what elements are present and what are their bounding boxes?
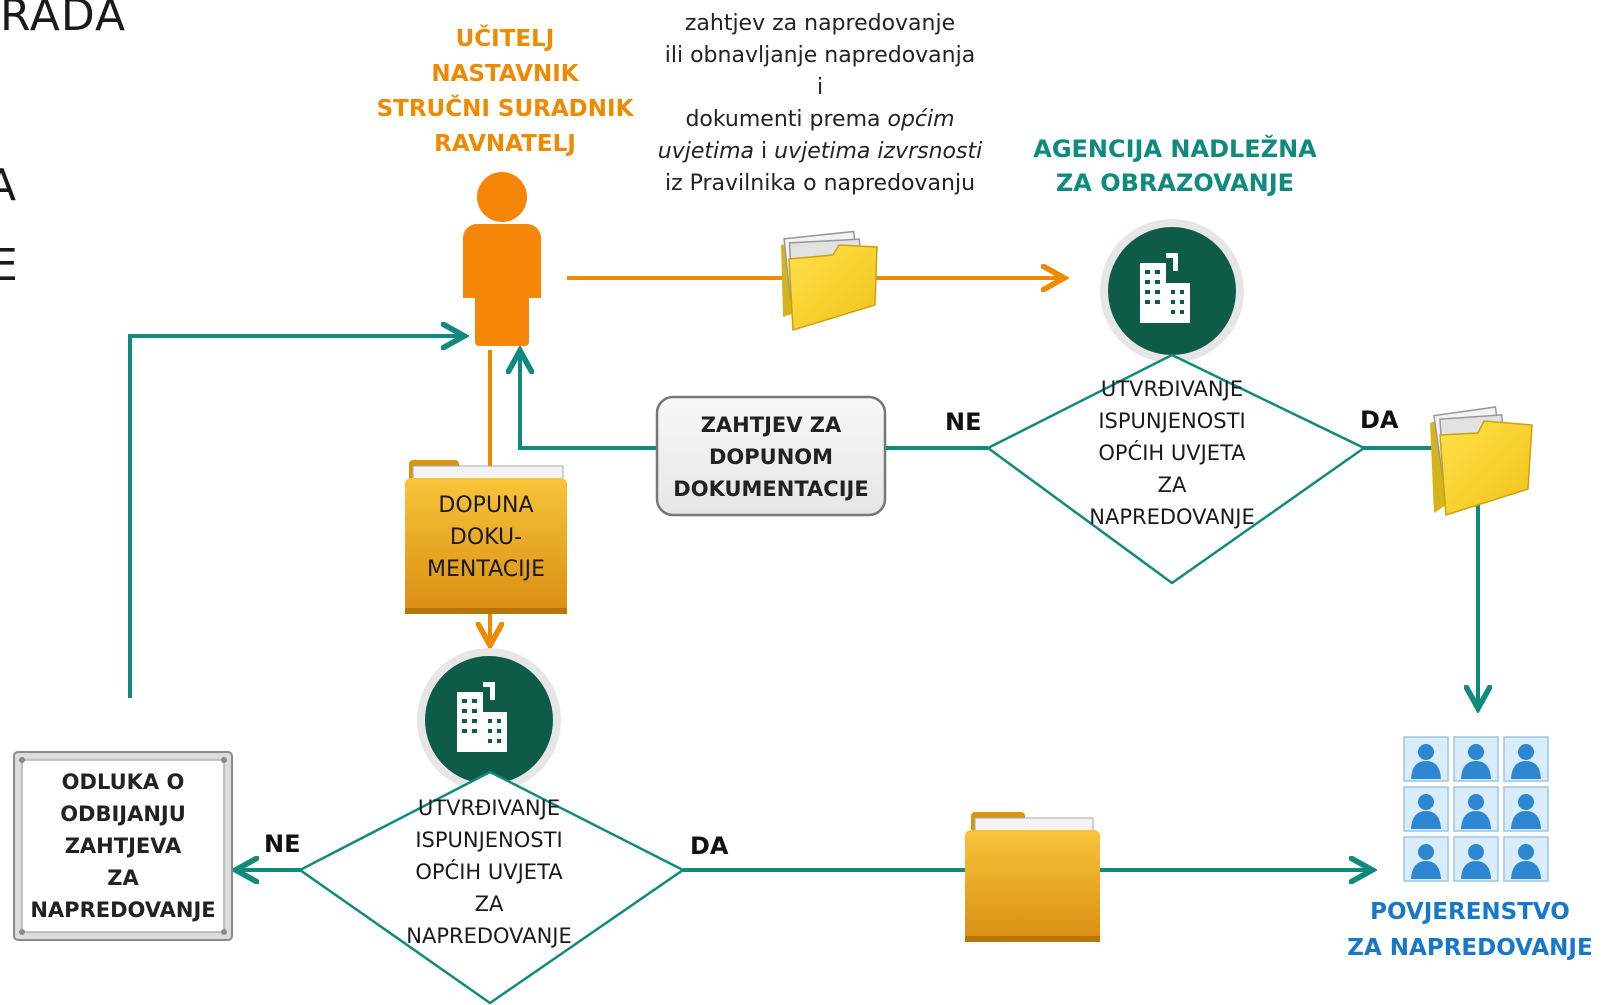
request-line-5-plain: i [754, 139, 775, 164]
decision-bottom-text: UTVRĐIVANJE ISPUNJENOSTI OPĆIH UVJETA ZA… [379, 792, 599, 952]
building-icon [1140, 253, 1190, 323]
role-list: UČITELJ NASTAVNIK STRUČNI SURADNIK RAVNA… [360, 22, 650, 162]
rejection-line-2: ODBIJANJU [60, 802, 186, 826]
supplement-folder-text: DOPUNA DOKU- MENTACIJE [405, 490, 567, 586]
supplement-folder-line-1: DOPUNA [438, 493, 534, 518]
committee-member-icon [1453, 786, 1499, 832]
request-line-3: i [816, 75, 824, 100]
committee-title-line-2: ZA NAPREDOVANJE [1347, 935, 1593, 961]
person-icon [463, 172, 541, 346]
rejection-line-3: ZAHTJEVA [64, 834, 182, 858]
supplement-request-line-3: DOKUMENTACIJE [673, 477, 869, 501]
decision-diamond-bottom [297, 770, 686, 1005]
supplement-request-text: ZAHTJEV ZA DOPUNOM DOKUMENTACIJE [657, 409, 885, 505]
decision-top-line-4: ZA [1157, 473, 1187, 497]
role-associate: STRUČNI SURADNIK [376, 96, 634, 122]
decision-bottom-line-2: ISPUNJENOSTI [415, 828, 563, 852]
committee-member-icon [1403, 836, 1449, 882]
request-line-1: zahtjev za napredovanje [684, 11, 956, 36]
request-line-4: dokumenti prema općim [640, 104, 1000, 136]
folder-icon [1430, 406, 1533, 517]
label-ne-top: NE [945, 408, 982, 436]
left-fragment-top: RADA [0, 0, 127, 41]
request-line-2: ili obnavljanje napredovanja [664, 43, 976, 68]
rejection-text: ODLUKA O ODBIJANJU ZAHTJEVA ZA NAPREDOVA… [14, 766, 232, 926]
agency-top [1100, 219, 1244, 363]
request-line-4-italic: općim [887, 107, 955, 132]
agency-title-line-1: AGENCIJA NADLEŽNA [1033, 135, 1317, 163]
folder-icon [965, 812, 1100, 942]
decision-top-line-1: UTVRĐIVANJE [1100, 377, 1244, 401]
decision-top-line-5: NAPREDOVANJE [1089, 505, 1255, 529]
request-line-5-italic-a: uvjetima [657, 139, 755, 164]
label-da-top: DA [1360, 406, 1399, 434]
rejection-line-1: ODLUKA O [61, 770, 185, 794]
decision-bottom-line-4: ZA [474, 892, 504, 916]
rejection-box [13, 751, 233, 941]
decision-diamond-top [985, 353, 1367, 585]
agency-bottom [417, 648, 561, 792]
supplement-folder-line-3: MENTACIJE [427, 557, 545, 582]
committee-member-icon [1403, 786, 1449, 832]
supplement-request-line-1: ZAHTJEV ZA [700, 413, 842, 437]
left-fragment-bottom: E [0, 240, 19, 291]
request-description: zahtjev za napredovanje ili obnavljanje … [640, 8, 1000, 200]
building-icon [457, 682, 507, 752]
role-principal: RAVNATELJ [434, 131, 576, 157]
supplement-request-box [655, 395, 887, 517]
supplement-folder-line-2: DOKU- [449, 525, 523, 550]
request-line-6: iz Pravilnika o napredovanju [664, 171, 976, 196]
role-instructor: NASTAVNIK [431, 61, 579, 87]
committee-title: POVJERENSTVO ZA NAPREDOVANJE [1335, 894, 1605, 966]
committee-member-icon [1453, 836, 1499, 882]
committee-member-icon [1503, 786, 1549, 832]
supplement-request-line-2: DOPUNOM [708, 445, 834, 469]
request-line-4-plain: dokumenti prema [685, 107, 888, 132]
committee-member-icon [1503, 736, 1549, 782]
committee-member-icon [1453, 736, 1499, 782]
committee-member-icon [1403, 736, 1449, 782]
decision-top-text: UTVRĐIVANJE ISPUNJENOSTI OPĆIH UVJETA ZA… [1062, 373, 1282, 533]
people-grid-icon [1403, 736, 1549, 882]
request-line-5: uvjetima i uvjetima izvrsnosti [640, 136, 1000, 168]
folder-icon [781, 230, 878, 331]
rejection-line-4: ZA [107, 866, 139, 890]
decision-bottom-line-3: OPĆIH UVJETA [415, 860, 563, 884]
decision-bottom-line-5: NAPREDOVANJE [406, 924, 572, 948]
decision-bottom-line-1: UTVRĐIVANJE [417, 796, 561, 820]
agency-title: AGENCIJA NADLEŽNA ZA OBRAZOVANJE [1010, 132, 1340, 200]
agency-title-line-2: ZA OBRAZOVANJE [1055, 169, 1295, 197]
role-teacher: UČITELJ [455, 26, 555, 52]
left-fragment-middle: A [0, 160, 18, 211]
request-line-5-italic-b: uvjetima izvrsnosti [774, 139, 983, 164]
committee-title-line-1: POVJERENSTVO [1370, 899, 1570, 925]
decision-top-line-2: ISPUNJENOSTI [1098, 409, 1246, 433]
label-da-bottom: DA [690, 832, 729, 860]
committee-member-icon [1503, 836, 1549, 882]
supplement-folder-icon [405, 460, 567, 614]
connector-loop-back [128, 336, 462, 698]
rejection-line-5: NAPREDOVANJE [30, 898, 216, 922]
label-ne-bottom: NE [264, 830, 301, 858]
decision-top-line-3: OPĆIH UVJETA [1098, 441, 1246, 465]
